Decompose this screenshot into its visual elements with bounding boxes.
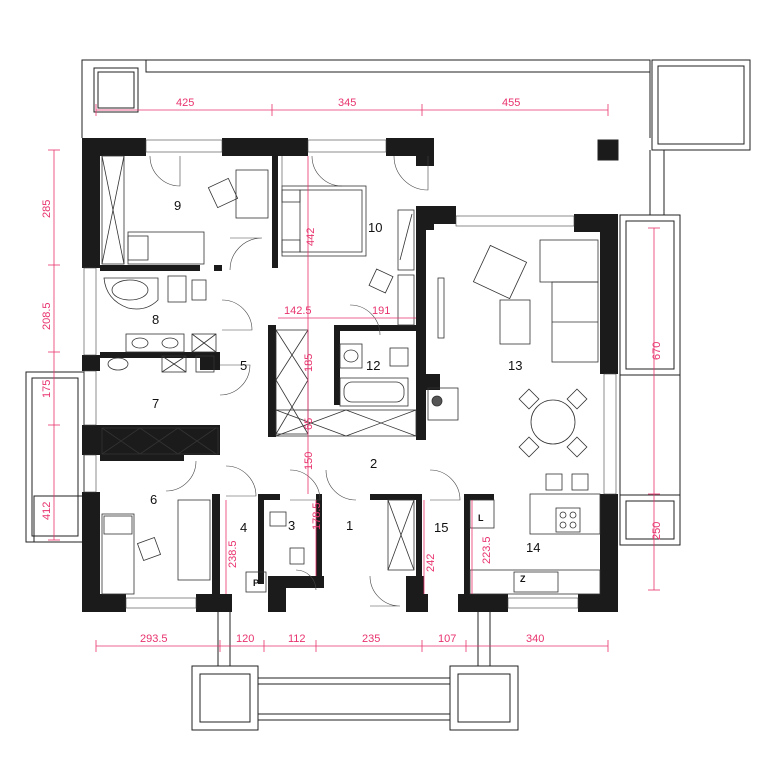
dim-65: 65 xyxy=(303,418,315,430)
room-number-10: 10 xyxy=(368,220,382,235)
room-number-3: 3 xyxy=(288,518,295,533)
windows xyxy=(83,139,617,609)
dim-442: 442 xyxy=(305,228,317,246)
room-number-12: 12 xyxy=(366,358,380,373)
dim-right-1: 670 xyxy=(651,342,663,360)
dim-top-2: 345 xyxy=(338,97,356,109)
dim-bottom-5: 107 xyxy=(438,633,456,645)
dim-left-1: 285 xyxy=(41,200,53,218)
dim-left-2: 208.5 xyxy=(41,302,53,330)
dim-142-5: 142.5 xyxy=(284,305,312,317)
dim-left-3: 175 xyxy=(41,380,53,398)
dimension-lines xyxy=(48,104,660,652)
dim-191: 191 xyxy=(372,305,390,317)
dimension-labels: 425 345 455 293.5 120 112 235 107 340 28… xyxy=(41,97,663,645)
dim-238-5: 238.5 xyxy=(227,540,239,568)
dim-185: 185 xyxy=(303,354,315,372)
room-number-13: 13 xyxy=(508,358,522,373)
dim-bottom-4: 235 xyxy=(362,633,380,645)
dim-150: 150 xyxy=(303,452,315,470)
furniture xyxy=(101,155,601,595)
dim-bottom-6: 340 xyxy=(526,633,544,645)
marker-p: P xyxy=(253,578,259,588)
room-number-15: 15 xyxy=(434,520,448,535)
dim-bottom-1: 293.5 xyxy=(140,633,168,645)
room-number-6: 6 xyxy=(150,492,157,507)
markers: P L Z xyxy=(253,513,526,588)
room-number-5: 5 xyxy=(240,358,247,373)
walls xyxy=(82,138,618,612)
terrace-outline xyxy=(25,59,751,731)
room-number-14: 14 xyxy=(526,540,540,555)
room-number-1: 1 xyxy=(346,518,353,533)
dim-178-5: 178.5 xyxy=(311,502,323,530)
doors xyxy=(149,155,461,607)
dim-left-4: 412 xyxy=(41,502,53,520)
room-number-9: 9 xyxy=(174,198,181,213)
marker-z: Z xyxy=(520,574,526,584)
dim-223-5: 223.5 xyxy=(481,536,493,564)
room-numbers: 9 10 8 5 12 13 7 2 6 4 3 1 15 14 xyxy=(150,198,540,555)
dim-top-3: 455 xyxy=(502,97,520,109)
room-number-2: 2 xyxy=(370,456,377,471)
marker-l: L xyxy=(478,513,484,523)
dim-242: 242 xyxy=(425,554,437,572)
room-number-4: 4 xyxy=(240,520,247,535)
dim-bottom-2: 120 xyxy=(236,633,254,645)
dim-right-2: 250 xyxy=(651,522,663,540)
room-number-8: 8 xyxy=(152,312,159,327)
dim-top-1: 425 xyxy=(176,97,194,109)
room-number-7: 7 xyxy=(152,396,159,411)
dim-bottom-3: 112 xyxy=(288,633,306,645)
